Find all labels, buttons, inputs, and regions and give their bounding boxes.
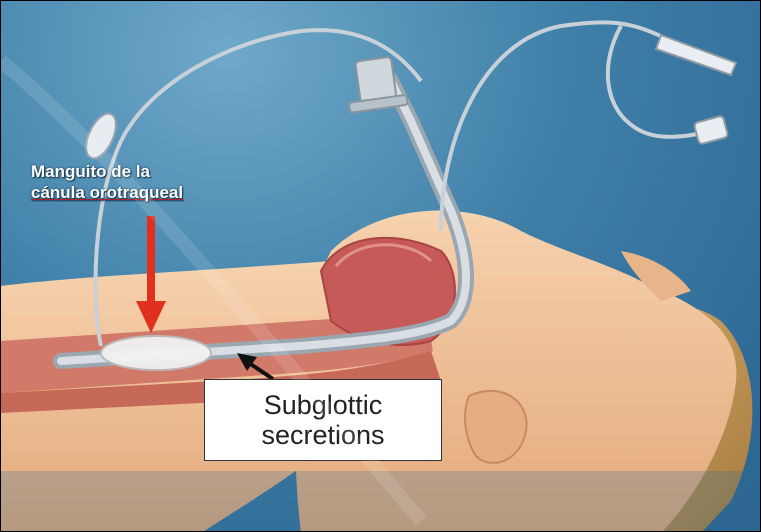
cuff-label-line2: cánula orotraqueal	[31, 182, 183, 203]
pilot-valve	[694, 115, 729, 144]
cuff-label-line1: Manguito de la	[31, 161, 183, 182]
cuff-balloon	[101, 336, 211, 370]
callout-line2: secretions	[261, 420, 384, 450]
ear	[465, 391, 527, 463]
cuff-label: Manguito de la cánula orotraqueal	[31, 161, 183, 203]
pilot-line-connector	[656, 35, 736, 75]
callout-line1: Subglottic	[264, 390, 383, 420]
subglottic-callout: Subglottic secretions	[204, 379, 442, 461]
